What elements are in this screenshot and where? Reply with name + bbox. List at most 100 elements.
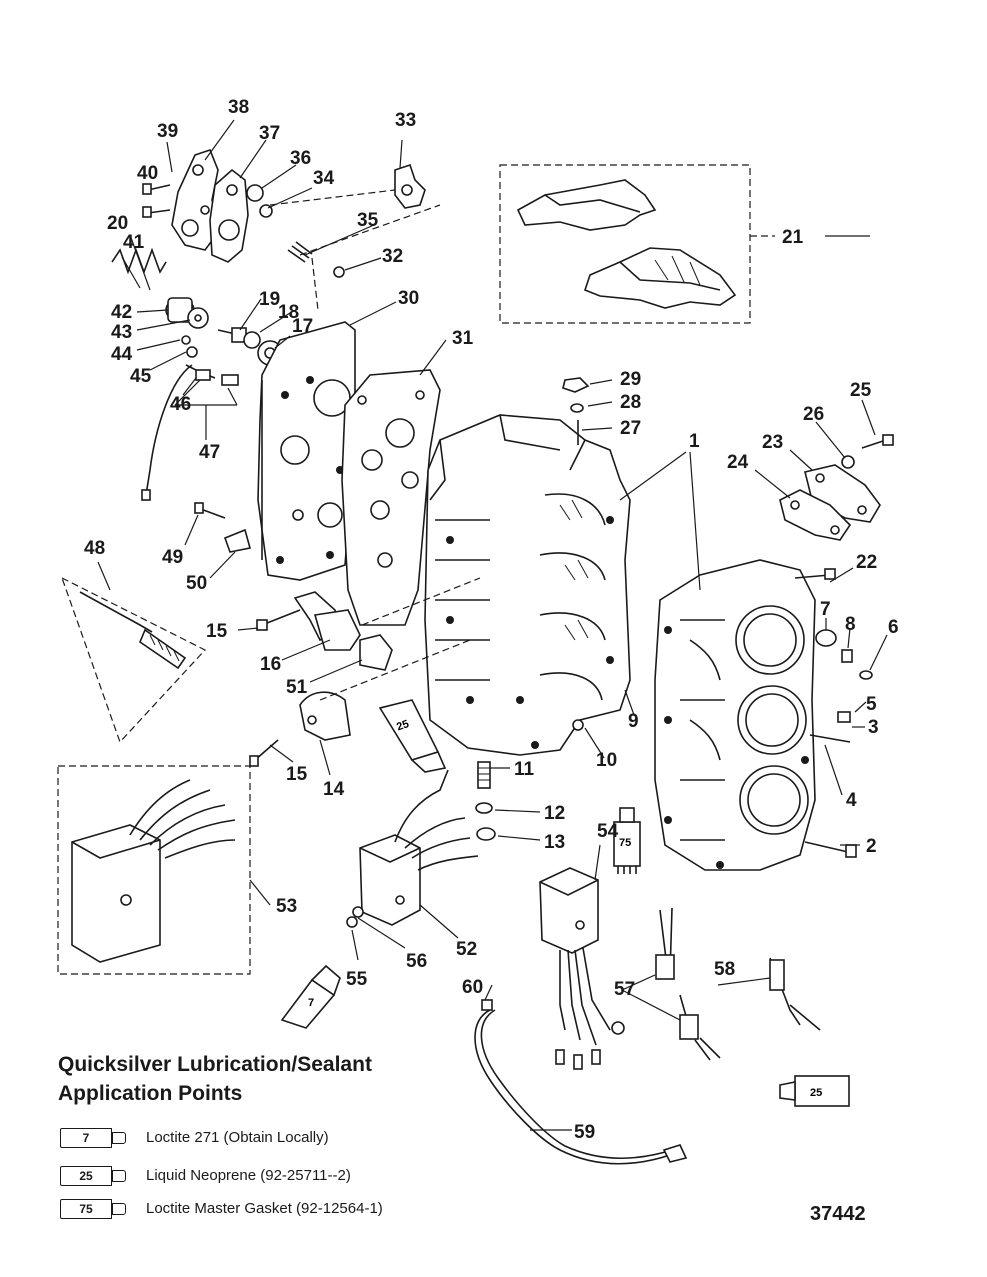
hardware-parts (562, 377, 894, 858)
callout-12: 12 (544, 803, 565, 824)
legend-text: Loctite 271 (Obtain Locally) (146, 1128, 329, 1146)
tube-label: 25 (395, 718, 411, 733)
callout-27: 27 (620, 418, 641, 439)
figure-number: 37442 (810, 1203, 866, 1225)
callout-55: 55 (346, 969, 368, 990)
callout-6: 6 (888, 617, 899, 638)
callout-43: 43 (111, 322, 132, 343)
callout-1: 1 (689, 431, 700, 452)
callout-51: 51 (286, 677, 308, 698)
callout-56: 56 (406, 951, 427, 972)
callout-45: 45 (130, 366, 152, 387)
callout-9: 9 (628, 711, 639, 732)
rectifier-assembly (346, 761, 496, 928)
legend-title-line1: Quicksilver Lubrication/Sealant (58, 1053, 372, 1076)
sealant-tube-icon: 75 (60, 1197, 130, 1219)
callout-38: 38 (228, 97, 249, 118)
callout-15a: 15 (286, 764, 308, 785)
inset-tool-48 (60, 576, 206, 744)
callout-10: 10 (596, 750, 617, 771)
callout-8: 8 (845, 614, 856, 635)
callout-21: 21 (782, 227, 804, 248)
callout-24: 24 (727, 452, 749, 473)
callout-39: 39 (157, 121, 178, 142)
callout-60: 60 (462, 977, 483, 998)
callout-11: 11 (514, 759, 535, 780)
callout-29: 29 (620, 369, 641, 390)
tube-number: 7 (60, 1128, 112, 1148)
sealant-tubes: 25 75 7 25 (280, 699, 850, 1107)
callout-7: 7 (820, 599, 831, 620)
callout-labels: 1 2 3 4 5 6 7 8 9 10 11 12 13 14 15 15 1… (84, 97, 899, 1143)
callout-50: 50 (186, 573, 207, 594)
sealant-tube-icon: 25 (60, 1164, 130, 1186)
legend-title-line2: Application Points (58, 1082, 243, 1105)
callout-31: 31 (452, 328, 474, 349)
callout-42: 42 (111, 302, 132, 323)
callout-59: 59 (574, 1122, 595, 1143)
tube-75: 75 (613, 807, 641, 874)
callout-36: 36 (290, 148, 311, 169)
callout-53: 53 (276, 896, 297, 917)
tube-cap (112, 1170, 126, 1182)
callout-25: 25 (850, 380, 872, 401)
tube-25-upper: 25 (378, 699, 447, 773)
tube-7: 7 (280, 964, 341, 1029)
callout-46: 46 (170, 394, 191, 415)
callout-32: 32 (382, 246, 403, 267)
callout-28: 28 (620, 392, 641, 413)
callout-47: 47 (199, 442, 220, 463)
callout-20: 20 (107, 213, 128, 234)
lower-left-hardware (194, 502, 481, 767)
callout-58: 58 (714, 959, 735, 980)
inset-power-pack-53 (57, 765, 251, 975)
tube-label: 75 (619, 837, 631, 849)
callout-49: 49 (162, 547, 183, 568)
legend-text: Loctite Master Gasket (92-12564-1) (146, 1199, 383, 1217)
sealant-tube-icon: 7 (60, 1126, 130, 1148)
legend-item-25: 25 Liquid Neoprene (92-25711--2) (60, 1160, 351, 1190)
leader-lines (97, 119, 888, 1131)
regulator-harness-assembly (474, 867, 821, 1165)
callout-33: 33 (395, 110, 416, 131)
tube-label: 7 (308, 997, 314, 1009)
callout-5: 5 (866, 694, 877, 715)
callout-2: 2 (866, 836, 877, 857)
callout-18: 18 (278, 302, 299, 323)
callout-22: 22 (856, 552, 877, 573)
callout-4: 4 (846, 790, 857, 811)
gasket-31 (341, 369, 441, 626)
callout-54: 54 (597, 821, 619, 842)
callout-40: 40 (137, 163, 158, 184)
callout-26: 26 (803, 404, 824, 425)
callout-52: 52 (456, 939, 477, 960)
callout-16: 16 (260, 654, 281, 675)
callout-35: 35 (357, 210, 379, 231)
legend-text: Liquid Neoprene (92-25711--2) (146, 1166, 351, 1184)
callout-34: 34 (313, 168, 335, 189)
callout-14: 14 (323, 779, 345, 800)
callout-3: 3 (868, 717, 879, 738)
cylinder-block (654, 559, 816, 871)
callout-44: 44 (111, 344, 133, 365)
tube-cap (112, 1132, 126, 1144)
cover-plate-30 (257, 321, 356, 581)
callout-15b: 15 (206, 621, 228, 642)
inset-covers-21 (499, 164, 775, 324)
callout-37: 37 (259, 123, 280, 144)
legend-item-7: 7 Loctite 271 (Obtain Locally) (60, 1122, 329, 1152)
callout-48: 48 (84, 538, 105, 559)
tube-25-lower: 25 (779, 1075, 850, 1107)
legend-item-75: 75 Loctite Master Gasket (92-12564-1) (60, 1193, 383, 1223)
tube-number: 25 (60, 1166, 112, 1186)
callout-57: 57 (614, 979, 635, 1000)
callout-41: 41 (123, 232, 145, 253)
tube-cap (112, 1203, 126, 1215)
callout-19: 19 (259, 289, 280, 310)
crankcase-block-1 (424, 414, 631, 756)
tube-number: 75 (60, 1199, 112, 1219)
callout-13: 13 (544, 832, 565, 853)
tube-label: 25 (810, 1087, 822, 1099)
callout-30: 30 (398, 288, 419, 309)
